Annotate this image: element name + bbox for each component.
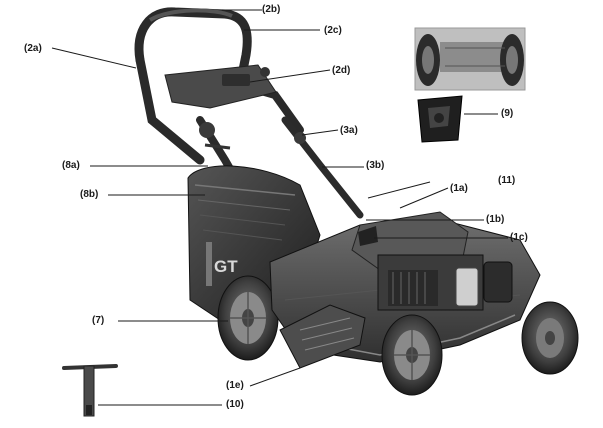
- spark-plug-wrench: [62, 364, 118, 417]
- callout-3b: (3b): [366, 160, 385, 171]
- control-panel: [164, 64, 277, 109]
- engine: [351, 211, 513, 311]
- callout-8b: (8b): [80, 189, 99, 200]
- mulch-plug: [417, 95, 463, 143]
- callout-3a: (3a): [340, 125, 358, 136]
- callout-9: (9): [501, 108, 514, 119]
- leader-lines: [51, 9, 508, 406]
- front-wheel-left: [381, 314, 443, 396]
- callout-10: (10): [226, 399, 244, 410]
- rear-wheel: [217, 275, 279, 361]
- callout-2b: (2b): [262, 4, 281, 15]
- callout-1a: (1a): [450, 183, 468, 194]
- callout-1e: (1e): [226, 380, 244, 391]
- callout-11: (11): [498, 175, 516, 186]
- brand-mark: GT: [214, 257, 238, 276]
- callout-7: (7): [92, 315, 105, 326]
- callout-2c: (2c): [324, 25, 342, 36]
- callout-1b: (1b): [486, 214, 505, 225]
- callout-8a: (8a): [62, 160, 80, 171]
- front-flap: [279, 304, 366, 369]
- callout-2d: (2d): [332, 65, 351, 76]
- front-wheel-right: [521, 301, 579, 375]
- callout-2a: (2a): [24, 43, 42, 54]
- callout-1c: (1c): [510, 232, 528, 243]
- inset-wheel-detail: [414, 27, 526, 91]
